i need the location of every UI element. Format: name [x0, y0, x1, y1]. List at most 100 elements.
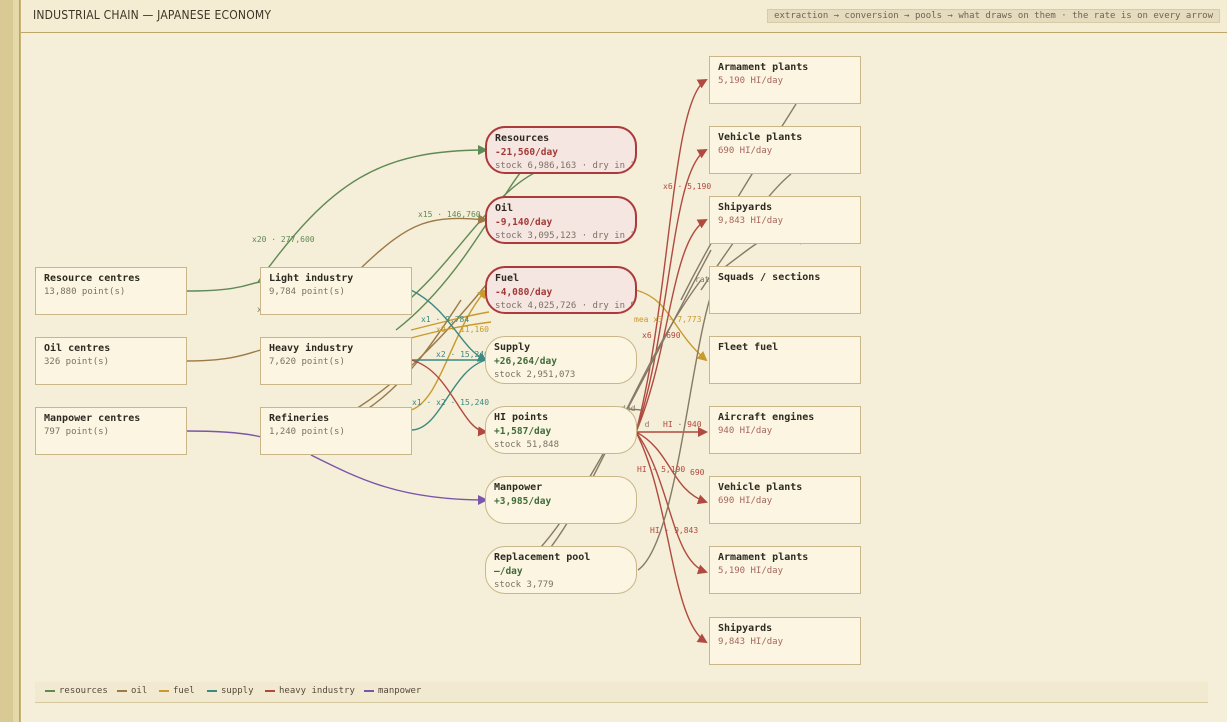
node-name: HI points [494, 412, 549, 423]
node-name: Vehicle plants [718, 132, 803, 143]
edge-label: x15 · 146,760 [418, 210, 481, 219]
pool-oil[interactable]: Oil -9,140/day stock 3,095,123 · dry in … [485, 196, 637, 244]
sink-vehicle-plants-top[interactable]: Vehicle plants 690 HI/day [709, 126, 861, 174]
edge-label: x2 · 15,240 [436, 350, 489, 359]
pool-rate: —/day [494, 566, 523, 577]
node-name: Armament plants [718, 62, 809, 73]
edge-label: x [257, 305, 262, 314]
pool-stock: stock 51,848 [494, 440, 560, 450]
node-sub: 690 HI/day [718, 146, 773, 156]
window-left-strip [0, 0, 13, 722]
pool-stock: stock 3,779 [494, 580, 554, 590]
converter-heavy-industry[interactable]: Heavy industry 7,620 point(s) [260, 337, 412, 385]
node-name: Fleet fuel [718, 342, 779, 353]
legend-label: manpower [378, 686, 422, 696]
source-oil-centres[interactable]: Oil centres 326 point(s) [35, 337, 187, 385]
sink-armament-plants-top[interactable]: Armament plants 5,190 HI/day [709, 56, 861, 104]
pool-rate: +1,587/day [494, 426, 552, 437]
node-name: Oil [495, 203, 514, 214]
source-manpower-centres[interactable]: Manpower centres 797 point(s) [35, 407, 187, 455]
node-name: Resource centres [44, 273, 141, 284]
node-name: Refineries [269, 413, 330, 424]
sink-shipyards[interactable]: Shipyards 9,843 HI/day [709, 617, 861, 665]
pool-stock: stock 6,986,163 · dry in 324d [495, 161, 637, 171]
legend-swatch [159, 689, 169, 692]
node-name: Manpower [494, 482, 543, 493]
sink-vehicle-plants[interactable]: Vehicle plants 690 HI/day [709, 476, 861, 524]
node-sub: 5,190 HI/day [718, 76, 784, 86]
legend-swatch [117, 689, 127, 692]
legend-item-supply: supply [207, 686, 254, 696]
node-sub: 13,880 point(s) [44, 287, 126, 297]
edge-label: 690 [690, 468, 705, 477]
node-name: Supply [494, 342, 531, 353]
converter-refineries[interactable]: Refineries 1,240 point(s) [260, 407, 412, 455]
node-name: Light industry [269, 273, 354, 284]
node-sub: 9,784 point(s) [269, 287, 345, 297]
legend-swatch [45, 689, 55, 692]
legend-label: fuel [173, 686, 195, 696]
node-name: Fuel [495, 273, 520, 284]
node-name: Squads / sections [718, 272, 821, 283]
node-sub: 9,843 HI/day [718, 216, 784, 226]
node-sub: 940 HI/day [718, 426, 773, 436]
edge-label: HI · 9,843 [650, 526, 698, 535]
edge-label: mea x3 · 7,773 [634, 315, 702, 324]
node-sub: 5,190 HI/day [718, 566, 784, 576]
node-name: Oil centres [44, 343, 111, 354]
node-sub: 797 point(s) [44, 427, 110, 437]
legend-label: heavy industry [279, 686, 355, 696]
sink-armament-plants[interactable]: Armament plants 5,190 HI/day [709, 546, 861, 594]
sink-fleet-fuel[interactable]: Fleet fuel [709, 336, 861, 384]
node-name: Replacement pool [494, 552, 591, 563]
sink-aircraft-engines[interactable]: Aircraft engines 940 HI/day [709, 406, 861, 454]
converter-light-industry[interactable]: Light industry 9,784 point(s) [260, 267, 412, 315]
legend: resources oil fuel supply heavy industry… [35, 682, 1208, 703]
pool-rate: +3,985/day [494, 496, 552, 507]
pool-rate: -4,080/day [495, 287, 553, 298]
pool-stock: stock 2,951,073 [494, 370, 576, 380]
node-name: Vehicle plants [718, 482, 803, 493]
panel-header: INDUSTRIAL CHAIN — JAPANESE ECONOMY extr… [21, 0, 1227, 33]
node-sub: 7,620 point(s) [269, 357, 345, 367]
pool-stock: stock 3,095,123 · dry in 338d [495, 231, 637, 241]
pool-rate: +26,264/day [494, 356, 557, 367]
edge-label: x1 · 9,784 [421, 315, 469, 324]
pool-rate: -21,560/day [495, 147, 558, 158]
node-name: Manpower centres [44, 413, 141, 424]
edge-label: x20 · 277,600 [252, 235, 315, 244]
node-name: Armament plants [718, 552, 809, 563]
edge-label: x6 · 690 [642, 331, 681, 340]
pool-fuel[interactable]: Fuel -4,080/day stock 4,025,726 · dry in… [485, 266, 637, 314]
pool-manpower[interactable]: Manpower +3,985/day [485, 476, 637, 524]
industrial-chain-panel: INDUSTRIAL CHAIN — JAPANESE ECONOMY extr… [20, 0, 1227, 722]
edge-label: x1 · x2 · 15,240 [412, 398, 489, 407]
legend-item-resources: resources [45, 686, 108, 696]
edge-label: x6 · 5,190 [663, 182, 711, 191]
legend-item-fuel: fuel [159, 686, 195, 696]
edge-label: HI · 940 [663, 420, 702, 429]
legend-label: oil [131, 686, 148, 696]
pool-replacement[interactable]: Replacement pool —/day stock 3,779 [485, 546, 637, 594]
legend-swatch [207, 689, 217, 692]
edge-label: ded [621, 404, 636, 413]
pool-hi-points[interactable]: HI points +1,587/day stock 51,848 [485, 406, 637, 454]
pool-resources[interactable]: Resources -21,560/day stock 6,986,163 · … [485, 126, 637, 174]
node-name: Resources [495, 133, 550, 144]
node-sub: 9,843 HI/day [718, 637, 784, 647]
edge-label: y d [635, 420, 650, 429]
legend-item-manpower: manpower [364, 686, 421, 696]
sink-squads-sections[interactable]: Squads / sections [709, 266, 861, 314]
node-sub: 690 HI/day [718, 496, 773, 506]
legend-item-heavy-industry: heavy industry [265, 686, 355, 696]
edge-label: HI · 5,190 [637, 465, 685, 474]
page-title: INDUSTRIAL CHAIN — JAPANESE ECONOMY [33, 8, 272, 22]
source-resource-centres[interactable]: Resource centres 13,880 point(s) [35, 267, 187, 315]
header-hint: extraction → conversion → pools → what d… [767, 9, 1220, 23]
legend-item-oil: oil [117, 686, 147, 696]
node-sub: 326 point(s) [44, 357, 110, 367]
sink-shipyards-top[interactable]: Shipyards 9,843 HI/day [709, 196, 861, 244]
edge-label: x9 · 11,160 [436, 325, 489, 334]
pool-supply[interactable]: Supply +26,264/day stock 2,951,073 [485, 336, 637, 384]
node-name: Shipyards [718, 202, 773, 213]
